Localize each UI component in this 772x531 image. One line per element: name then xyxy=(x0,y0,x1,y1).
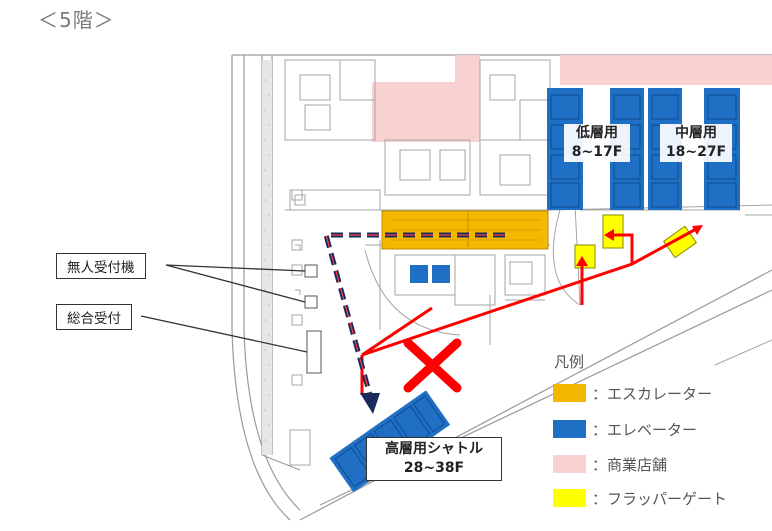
legend-swatch-escalator xyxy=(553,384,586,402)
shuttle-route-arrowhead xyxy=(360,393,380,414)
reception-kiosks xyxy=(304,264,322,374)
legend-label-flapper-gate: ：フラッパーゲート xyxy=(592,489,728,508)
red-routes xyxy=(360,226,699,395)
legend-title: 凡例 xyxy=(554,353,585,371)
general-reception-callout: 総合受付 xyxy=(56,304,132,330)
legend-swatch-elevator xyxy=(553,420,586,438)
legend-item-elevator: ：エレベーター xyxy=(553,418,697,440)
low-elevator-floors: 8~17F xyxy=(571,144,623,160)
walkway-dots xyxy=(264,79,270,441)
route-arrowheads xyxy=(576,225,703,266)
forbidden-cross-icon xyxy=(403,338,462,393)
legend-swatch-shop xyxy=(553,455,586,473)
legend-label-elevator: ：エレベーター xyxy=(592,420,698,439)
legend-item-shop: ：商業店舗 xyxy=(553,453,667,475)
shuttle-elevator-label: 高層用シャトル 28~38F xyxy=(366,437,502,481)
legend-item-escalator: ：エスカレーター xyxy=(553,382,712,404)
flapper-gates xyxy=(574,214,698,269)
shuttle-elevator-name: 高層用シャトル xyxy=(385,441,483,457)
callout-leaders xyxy=(140,264,308,353)
commercial-shops xyxy=(372,55,772,142)
low-elevator-name: 低層用 xyxy=(576,125,618,141)
shuttle-route xyxy=(322,232,505,396)
legend-swatch-flapper-gate xyxy=(553,489,586,507)
mid-elevator-name: 中層用 xyxy=(675,125,717,141)
legend-label-shop: ：商業店舗 xyxy=(592,455,668,474)
shuttle-elevator-floors: 28~38F xyxy=(403,460,465,476)
unmanned-reception-callout: 無人受付機 xyxy=(56,253,146,279)
mid-elevator-label: 中層用 18~27F xyxy=(660,124,732,162)
low-elevator-label: 低層用 8~17F xyxy=(564,124,630,162)
walkway-strip xyxy=(262,60,272,455)
legend-item-flapper-gate: ：フラッパーゲート xyxy=(553,487,727,509)
escalator xyxy=(381,210,549,250)
floor-title: ＜5階＞ xyxy=(38,8,115,32)
legend-label-escalator: ：エスカレーター xyxy=(592,384,713,403)
core-elevators xyxy=(410,265,450,283)
mid-elevator-floors: 18~27F xyxy=(665,144,727,160)
interior-walls xyxy=(284,59,772,466)
